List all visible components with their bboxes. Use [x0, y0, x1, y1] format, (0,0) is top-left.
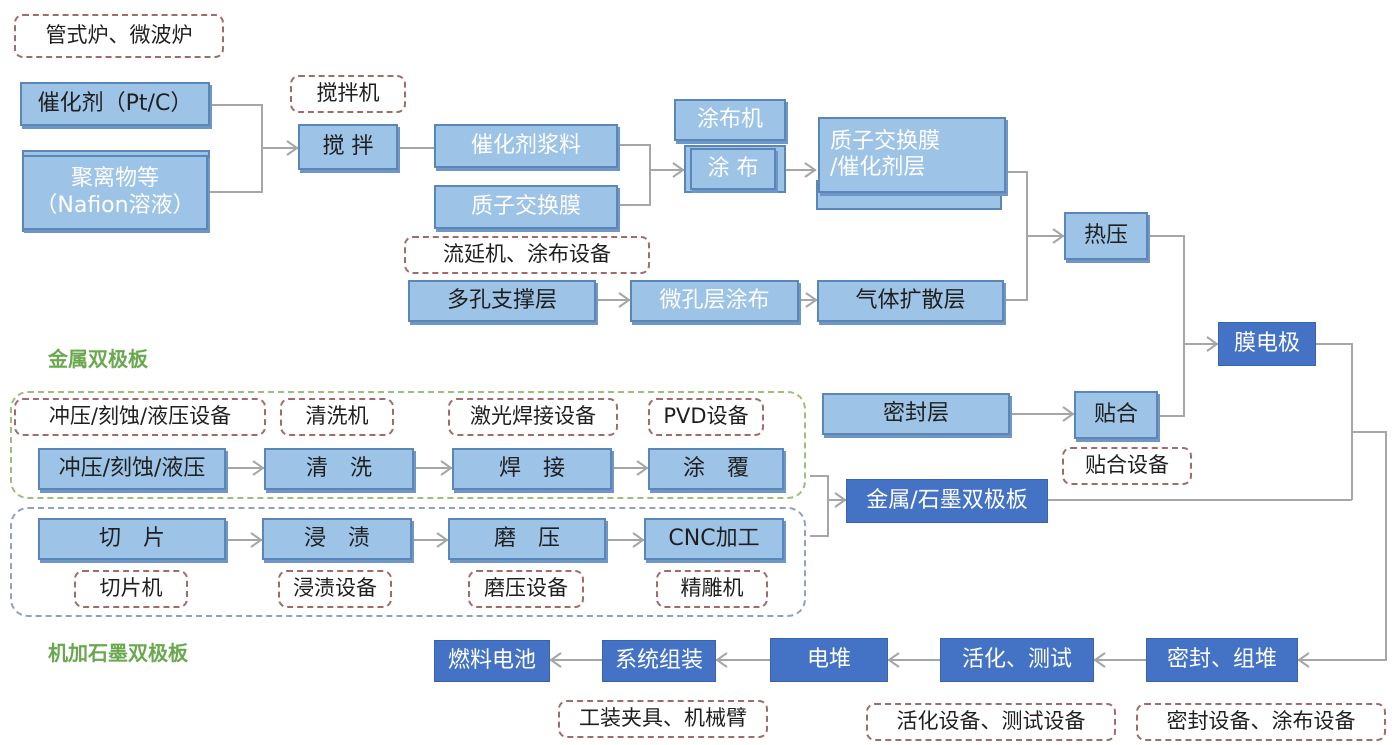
connector-catalyst-to-mix	[210, 104, 298, 149]
graphite-equipment-1: 切片机	[74, 570, 188, 608]
graphite-equipment-2: 浸渍设备	[278, 570, 392, 608]
arrow-to-coat	[672, 162, 685, 178]
node-bonding: 贴合	[1074, 391, 1158, 439]
node-polymer-line2: （Nafion溶液）	[35, 192, 195, 218]
graphite-step-4: CNC加工	[644, 518, 784, 560]
arrow-metal-2	[252, 460, 265, 476]
node-stack: 电堆	[770, 638, 888, 682]
node-ccm-line1: 质子交换膜	[830, 128, 941, 154]
graphite-bipolar-group	[10, 507, 806, 617]
equipment-activation-test: 活化设备、测试设备	[866, 703, 1116, 741]
arrow-graphite-3	[436, 532, 449, 548]
arrow-to-mix	[286, 140, 299, 156]
metal-equipment-1: 冲压/刻蚀/液压设备	[14, 398, 266, 436]
node-bipolar-plate: 金属/石墨双极板	[846, 479, 1048, 523]
metal-bipolar-title: 金属双极板	[48, 347, 148, 371]
metal-equipment-2: 清洗机	[280, 398, 394, 436]
arrow-to-system	[715, 652, 728, 668]
node-seal-stack: 密封、组堆	[1146, 638, 1298, 682]
metal-bipolar-group	[10, 391, 806, 499]
node-system-assembly: 系统组装	[602, 640, 716, 682]
node-coating: 涂 布	[690, 148, 776, 190]
arrow-to-stack	[887, 652, 900, 668]
metal-step-3: 焊 接	[452, 448, 612, 490]
equipment-system-assembly: 工装夹具、机械臂	[558, 700, 768, 738]
node-microporous-coating: 微孔层涂布	[630, 280, 799, 322]
connector-gdl-to-hotpress	[1004, 236, 1028, 301]
metal-step-2: 清 洗	[264, 448, 414, 490]
node-catalyst: 催化剂（Pt/C）	[20, 82, 210, 126]
graphite-step-2: 浸 渍	[262, 518, 412, 560]
node-ccm-line2: /催化剂层	[830, 155, 926, 180]
connector-ccm-to-hotpress	[1006, 171, 1064, 237]
arrow-to-mea	[1206, 336, 1219, 352]
node-seal-layer: 密封层	[822, 393, 1010, 435]
metal-step-1: 冲压/刻蚀/液压	[38, 448, 226, 490]
node-mixing: 搅 拌	[298, 124, 398, 170]
metal-step-4: 涂 覆	[648, 448, 784, 490]
equipment-casting: 流延机、涂布设备	[404, 236, 650, 274]
arrow-to-fuelcell	[549, 652, 562, 668]
arrow-graphite-4	[632, 532, 645, 548]
node-polymer: 聚离物等 （Nafion溶液）	[22, 155, 208, 230]
arrow-to-seal-stack	[1297, 652, 1310, 668]
connector-slurry-to-coat	[618, 144, 684, 171]
arrow-to-gdl	[805, 292, 818, 308]
node-ccm: 质子交换膜 /催化剂层	[818, 117, 1006, 193]
arrow-graphite-2	[250, 532, 263, 548]
node-activation-test: 活化、测试	[940, 638, 1094, 682]
arrow-to-bond	[1062, 406, 1075, 422]
arrow-to-hotpress	[1052, 228, 1065, 244]
connector-cnc-to-bipolar	[810, 500, 829, 537]
connector-coating-to-bipolar	[810, 475, 846, 501]
node-gas-diffusion-layer: 气体扩散层	[817, 280, 1004, 322]
connector-hotpress-to-mea	[1148, 235, 1218, 345]
graphite-step-3: 磨 压	[448, 518, 606, 560]
connector-bond-to-mea	[1158, 344, 1185, 417]
arrow-metal-4	[636, 460, 649, 476]
node-proton-membrane: 质子交换膜	[434, 185, 618, 229]
graphite-step-1: 切 片	[38, 518, 226, 560]
arrow-to-ccm	[804, 162, 817, 178]
arrow-to-bipolar	[834, 492, 847, 508]
graphite-equipment-3: 磨压设备	[468, 570, 584, 608]
graphite-bipolar-title: 机加石墨双极板	[48, 641, 188, 665]
node-hot-pressing: 热压	[1064, 212, 1148, 260]
metal-equipment-4: PVD设备	[648, 398, 764, 436]
arrow-to-activation	[1093, 652, 1106, 668]
equipment-furnace: 管式炉、微波炉	[14, 14, 224, 58]
node-catalyst-slurry: 催化剂浆料	[434, 124, 618, 168]
equipment-bonding: 贴合设备	[1062, 447, 1192, 485]
connector-mea-to-seal-stack	[1316, 343, 1353, 500]
metal-equipment-3: 激光焊接设备	[448, 398, 618, 436]
connector-membrane-to-coat	[618, 170, 651, 206]
arrow-metal-3	[440, 460, 453, 476]
equipment-coater: 涂布机	[674, 99, 786, 141]
node-fuel-cell: 燃料电池	[434, 640, 550, 682]
equipment-mixer: 搅拌机	[290, 75, 406, 113]
graphite-equipment-4: 精雕机	[656, 570, 768, 608]
node-membrane-electrode: 膜电极	[1218, 322, 1316, 366]
arrow-to-micro	[618, 292, 631, 308]
connector-polymer-to-mix	[210, 148, 263, 193]
node-polymer-line1: 聚离物等	[70, 166, 159, 192]
equipment-seal-stack: 密封设备、涂布设备	[1136, 703, 1386, 741]
node-porous-support: 多孔支撑层	[408, 280, 596, 322]
connector-merge-to-seal-stack	[1298, 431, 1387, 661]
